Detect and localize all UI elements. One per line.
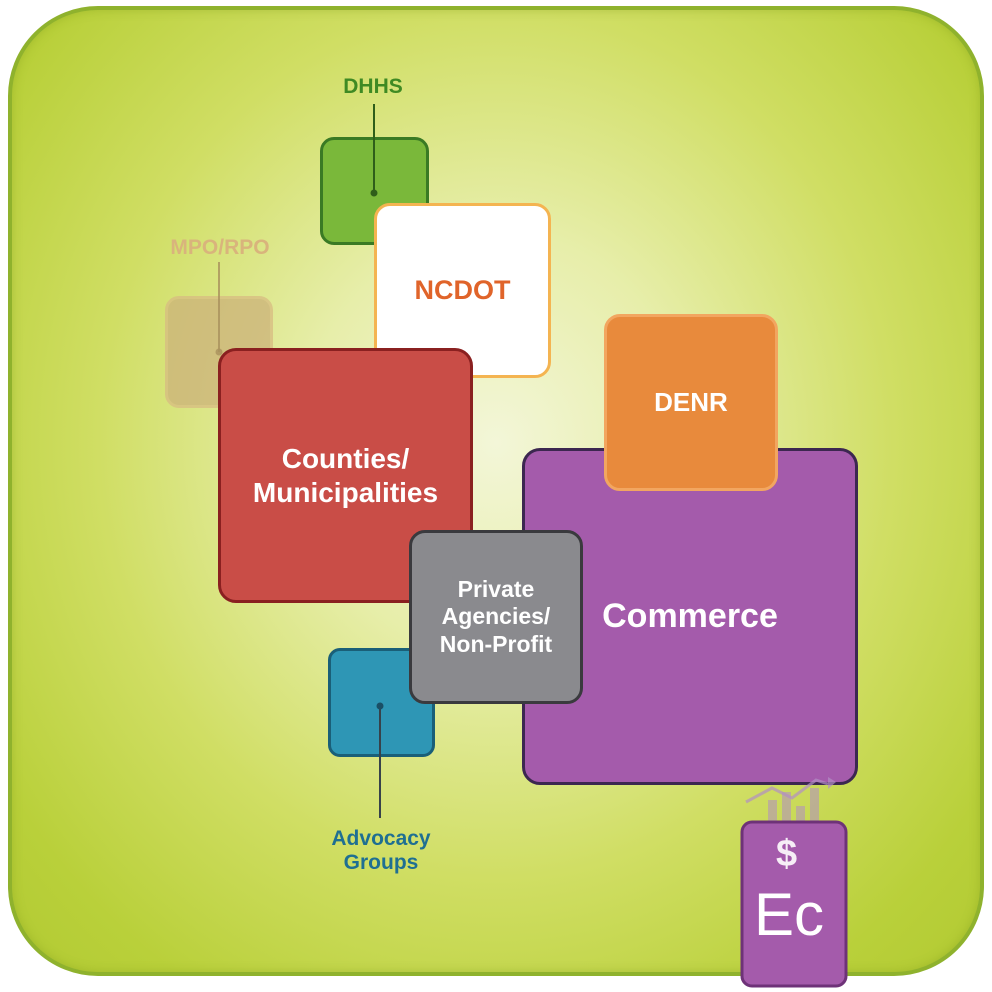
logo-text: Ec: [754, 881, 824, 948]
advocacy-label-line1: Advocacy: [331, 827, 431, 850]
counties-label-line1: Counties/: [281, 442, 410, 474]
ncdot-label: NCDOT: [414, 275, 511, 306]
private-label: Private Agencies/ Non-Profit: [440, 576, 552, 659]
private-label-line2: Agencies/: [441, 603, 551, 630]
logo-trend-arrow: [828, 777, 836, 789]
logo-box: [740, 820, 848, 988]
dhhs-label: DHHS: [343, 75, 403, 98]
logo-dollar: $: [776, 833, 797, 875]
private-label-line1: Private: [457, 575, 535, 602]
advocacy-label-line2: Groups: [343, 851, 419, 875]
mpo-rpo-label: MPO/RPO: [170, 236, 270, 259]
denr-box: DENR: [604, 314, 778, 491]
denr-label: DENR: [654, 386, 728, 417]
private-box: Private Agencies/ Non-Profit: [409, 530, 583, 704]
commerce-label: Commerce: [602, 597, 778, 636]
counties-label-line2: Municipalities: [252, 476, 439, 508]
economics-logo-icon: $ Ec: [740, 777, 848, 988]
logo-chart-bars: [768, 788, 819, 826]
private-label-line3: Non-Profit: [439, 630, 553, 657]
advocacy-groups-label: Advocacy Groups: [306, 827, 456, 875]
logo-trend-line: [745, 778, 829, 804]
counties-label: Counties/ Municipalities: [253, 442, 438, 509]
